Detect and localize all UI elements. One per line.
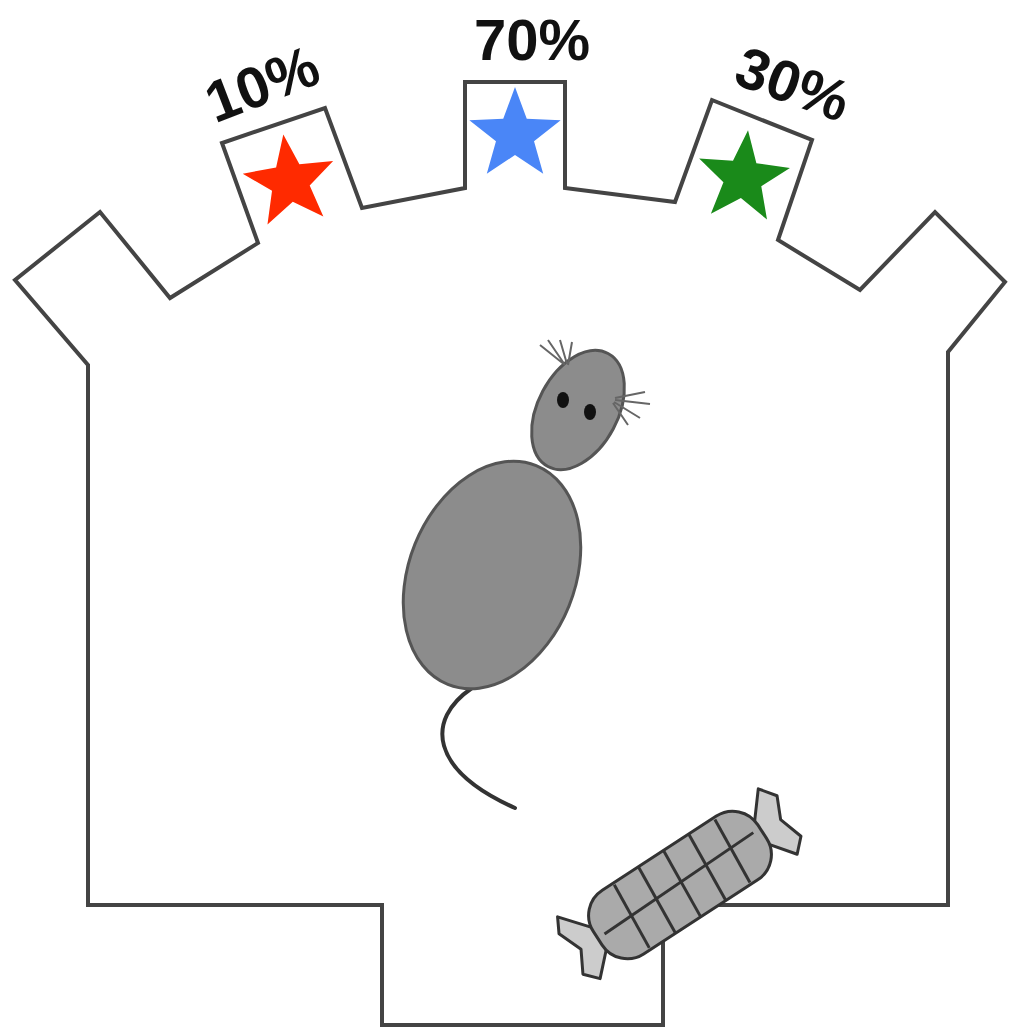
stripe (684, 834, 730, 900)
candy-stripes (584, 804, 776, 966)
arena-outline (15, 82, 1005, 1025)
whisker (540, 340, 572, 365)
rat-eye (584, 404, 596, 420)
rat-body (371, 434, 613, 715)
red-star (238, 128, 340, 227)
green-star (694, 125, 794, 221)
stripe (659, 850, 705, 916)
blue-star (469, 87, 560, 174)
percentage-label: 70% (474, 11, 590, 69)
rat (371, 335, 650, 808)
stripe (711, 819, 754, 882)
rat-head (513, 335, 644, 486)
rat-eye (557, 392, 569, 408)
rat-whiskers (540, 340, 650, 425)
candy-body (577, 800, 783, 970)
candy (549, 781, 810, 988)
stripe (602, 833, 755, 934)
whisker (613, 392, 650, 425)
rat-tail (442, 688, 515, 808)
